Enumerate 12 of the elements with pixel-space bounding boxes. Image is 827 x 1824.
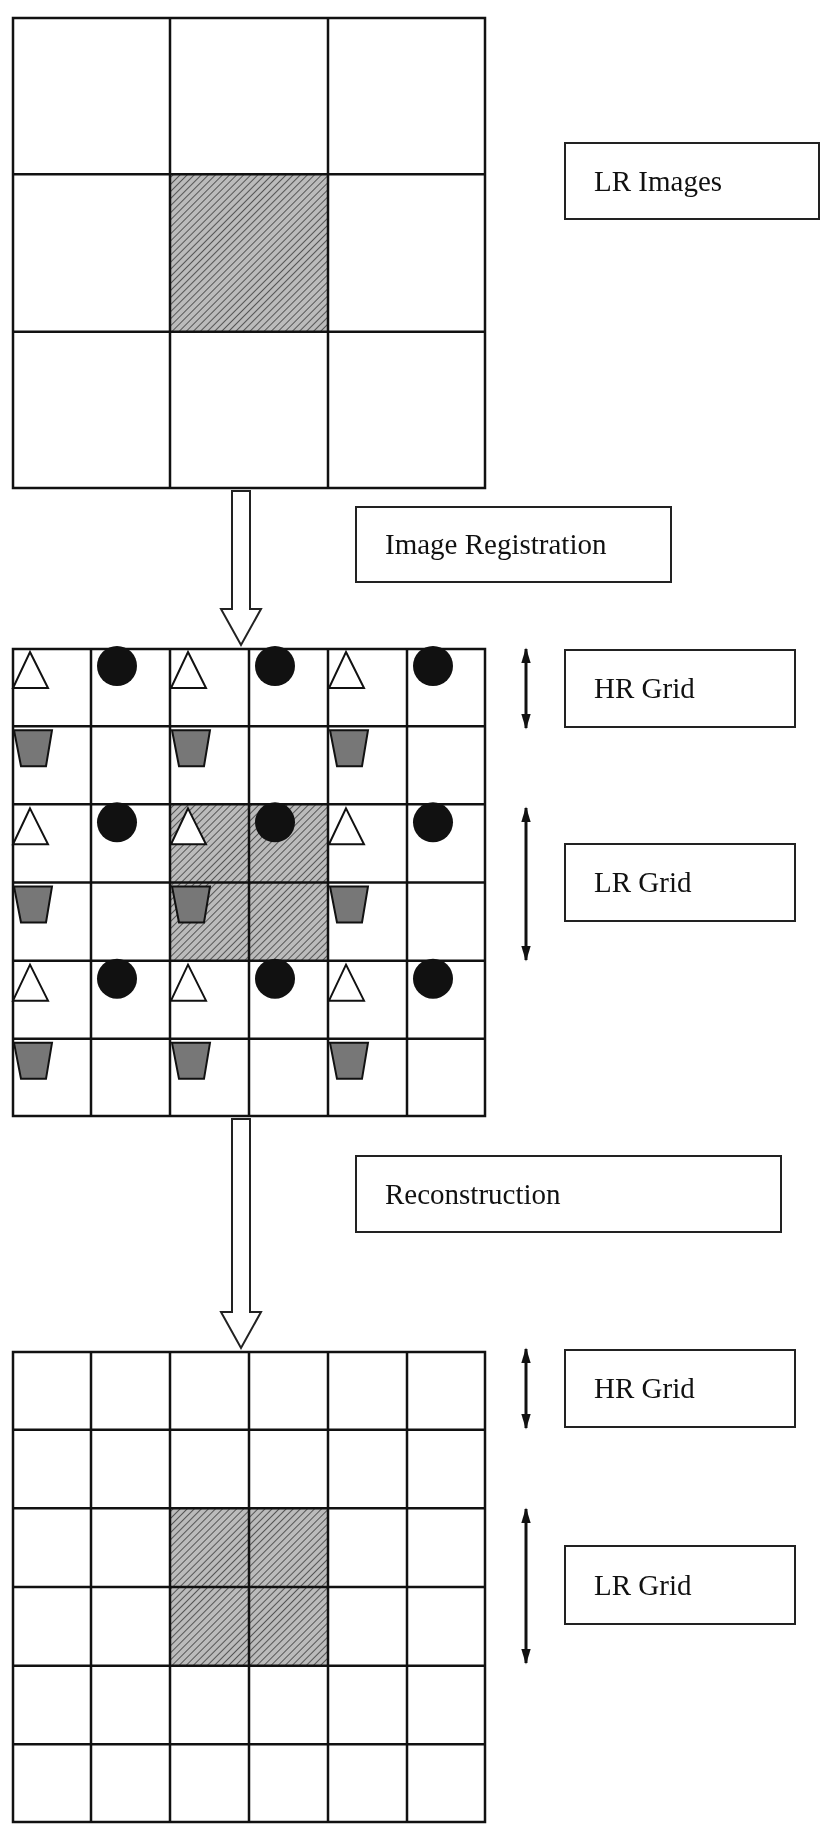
text-box: HR Grid bbox=[564, 649, 796, 728]
hollow-arrow bbox=[219, 490, 263, 648]
pixel-grid-drawing bbox=[12, 1351, 486, 1823]
text-box: LR Grid bbox=[564, 1545, 796, 1625]
pixel-grid-drawing bbox=[12, 17, 486, 489]
text-box: LR Grid bbox=[564, 843, 796, 922]
pixel-grid-drawing bbox=[12, 648, 486, 1117]
text-box: Reconstruction bbox=[355, 1155, 782, 1233]
hollow-arrow bbox=[219, 1118, 263, 1351]
text-box: Image Registration bbox=[355, 506, 672, 583]
text-box: HR Grid bbox=[564, 1349, 796, 1428]
text-box: LR Images bbox=[564, 142, 820, 220]
